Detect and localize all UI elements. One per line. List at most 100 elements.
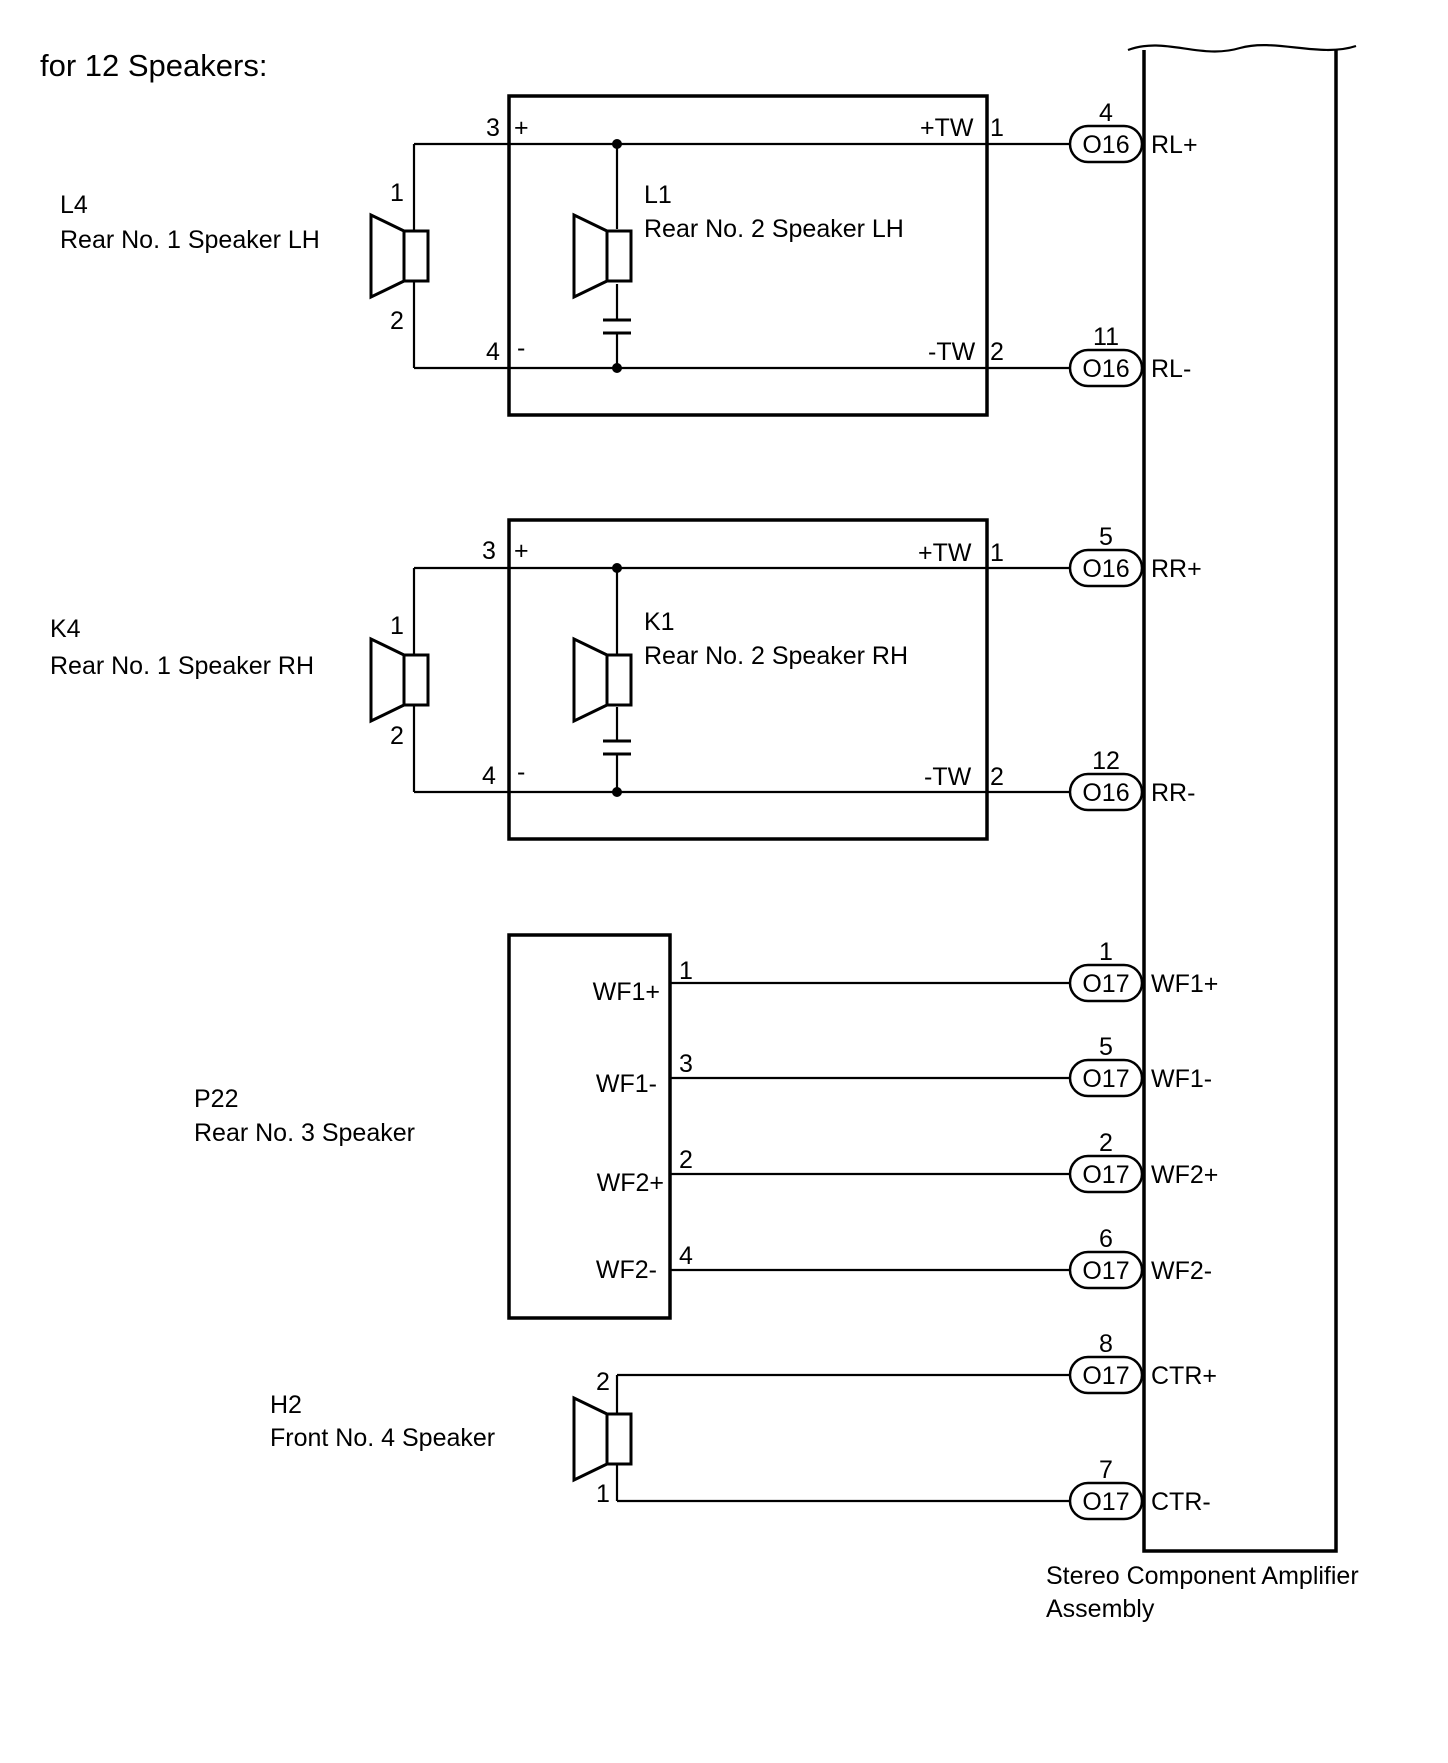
box-rh-tw-minus-pin: 2 — [990, 763, 1004, 791]
speaker-icon — [369, 212, 430, 300]
speaker-icon — [369, 636, 430, 724]
h2-code: H2 — [270, 1391, 302, 1419]
connector-code: O16 — [1082, 355, 1129, 383]
amp-signal-label: WF2+ — [1151, 1161, 1218, 1189]
amp-signal-label: CTR+ — [1151, 1362, 1217, 1390]
box-lh-tw-minus-pin: 2 — [990, 338, 1004, 366]
connector-oval — [1068, 772, 1144, 812]
k4-code: K4 — [50, 615, 81, 643]
p22-code: P22 — [194, 1085, 238, 1113]
l1-code: L1 — [644, 181, 672, 209]
l4-name: Rear No. 1 Speaker LH — [60, 226, 320, 254]
connector-oval — [1068, 1481, 1144, 1521]
box-lh-tw-plus: +TW — [920, 114, 974, 142]
amplifier-label-line2: Assembly — [1046, 1595, 1155, 1623]
p22-pin-label: WF2- — [596, 1256, 657, 1284]
box-rh-minus-sign: - — [517, 758, 525, 786]
l4-pin-top: 1 — [390, 179, 404, 207]
speaker-icon — [572, 636, 633, 724]
k4-pin-bottom: 2 — [390, 722, 404, 750]
amp-terminals: O164RL+O1611RL-O165RR+O1612RR-O171WF1+O1… — [1068, 99, 1218, 1521]
amp-signal-label: WF2- — [1151, 1257, 1212, 1285]
connector-code: O17 — [1082, 1065, 1129, 1093]
box-rh-tw-plus-pin: 1 — [990, 539, 1004, 567]
k4-pin-top: 1 — [390, 612, 404, 640]
diagram-heading: for 12 Speakers: — [40, 48, 267, 83]
box-lh-plus-sign: + — [514, 114, 529, 142]
connector-code: O17 — [1082, 1362, 1129, 1390]
box-lh-minus-sign: - — [517, 334, 525, 362]
connector-pin-number: 5 — [1099, 1033, 1113, 1061]
connector-oval — [1068, 1355, 1144, 1395]
connector-oval — [1068, 1154, 1144, 1194]
connector-code: O16 — [1082, 131, 1129, 159]
connector-pin-number: 5 — [1099, 523, 1113, 551]
connector-oval — [1068, 124, 1144, 164]
p22-pin-number: 3 — [679, 1050, 693, 1078]
connector-pin-number: 8 — [1099, 1330, 1113, 1358]
k4-name: Rear No. 1 Speaker RH — [50, 652, 314, 680]
l4-code: L4 — [60, 191, 88, 219]
connector-oval — [1068, 1250, 1144, 1290]
connector-oval — [1068, 548, 1144, 588]
p22-pin-number: 2 — [679, 1146, 693, 1174]
connector-oval — [1068, 963, 1144, 1003]
h2-pin-bottom: 1 — [596, 1480, 610, 1508]
p22-pin-label: WF1+ — [593, 978, 660, 1006]
h2-name: Front No. 4 Speaker — [270, 1424, 495, 1452]
amplifier-break-line — [1127, 44, 1357, 53]
junction-dot — [612, 563, 622, 573]
amp-signal-label: RL- — [1151, 355, 1191, 383]
junction-dot — [612, 139, 622, 149]
capacitor-icon — [603, 318, 631, 335]
amplifier-label-line1: Stereo Component Amplifier — [1046, 1562, 1359, 1590]
k1-box — [507, 518, 989, 841]
amp-signal-label: RR- — [1151, 779, 1195, 807]
junction-dot — [612, 363, 622, 373]
connector-code: O16 — [1082, 555, 1129, 583]
connector-code: O17 — [1082, 1257, 1129, 1285]
speaker-icon — [572, 1395, 633, 1483]
connector-pin-number: 2 — [1099, 1129, 1113, 1157]
box-lh-tw-minus: -TW — [928, 338, 976, 366]
p22-pin-label: WF2+ — [597, 1169, 664, 1197]
box-rh-tw-plus: +TW — [918, 539, 972, 567]
connector-code: O17 — [1082, 970, 1129, 998]
p22-name: Rear No. 3 Speaker — [194, 1119, 415, 1147]
p22-box — [507, 933, 672, 1320]
box-lh-tw-plus-pin: 1 — [990, 114, 1004, 142]
box-rh-plus-pin: 3 — [482, 537, 496, 565]
connector-pin-number: 1 — [1099, 938, 1113, 966]
box-lh-plus-pin: 3 — [486, 114, 500, 142]
amp-signal-label: WF1- — [1151, 1065, 1212, 1093]
amp-signal-label: RL+ — [1151, 131, 1198, 159]
p22-pin-label: WF1- — [596, 1070, 657, 1098]
connector-oval — [1068, 348, 1144, 388]
junction-dot — [612, 787, 622, 797]
capacitor-icon — [603, 739, 631, 756]
box-lh-minus-pin: 4 — [486, 338, 500, 366]
connector-pin-number: 7 — [1099, 1456, 1113, 1484]
connector-code: O16 — [1082, 779, 1129, 807]
connector-pin-number: 12 — [1092, 747, 1120, 775]
connector-pin-number: 11 — [1093, 323, 1119, 351]
connector-code: O17 — [1082, 1161, 1129, 1189]
connector-code: O17 — [1082, 1488, 1129, 1516]
amplifier-body — [1142, 50, 1338, 1553]
box-rh-minus-pin: 4 — [482, 762, 496, 790]
k1-code: K1 — [644, 608, 675, 636]
amp-signal-label: WF1+ — [1151, 970, 1218, 998]
connector-oval — [1068, 1058, 1144, 1098]
box-rh-plus-sign: + — [514, 537, 529, 565]
connector-pin-number: 6 — [1099, 1225, 1113, 1253]
